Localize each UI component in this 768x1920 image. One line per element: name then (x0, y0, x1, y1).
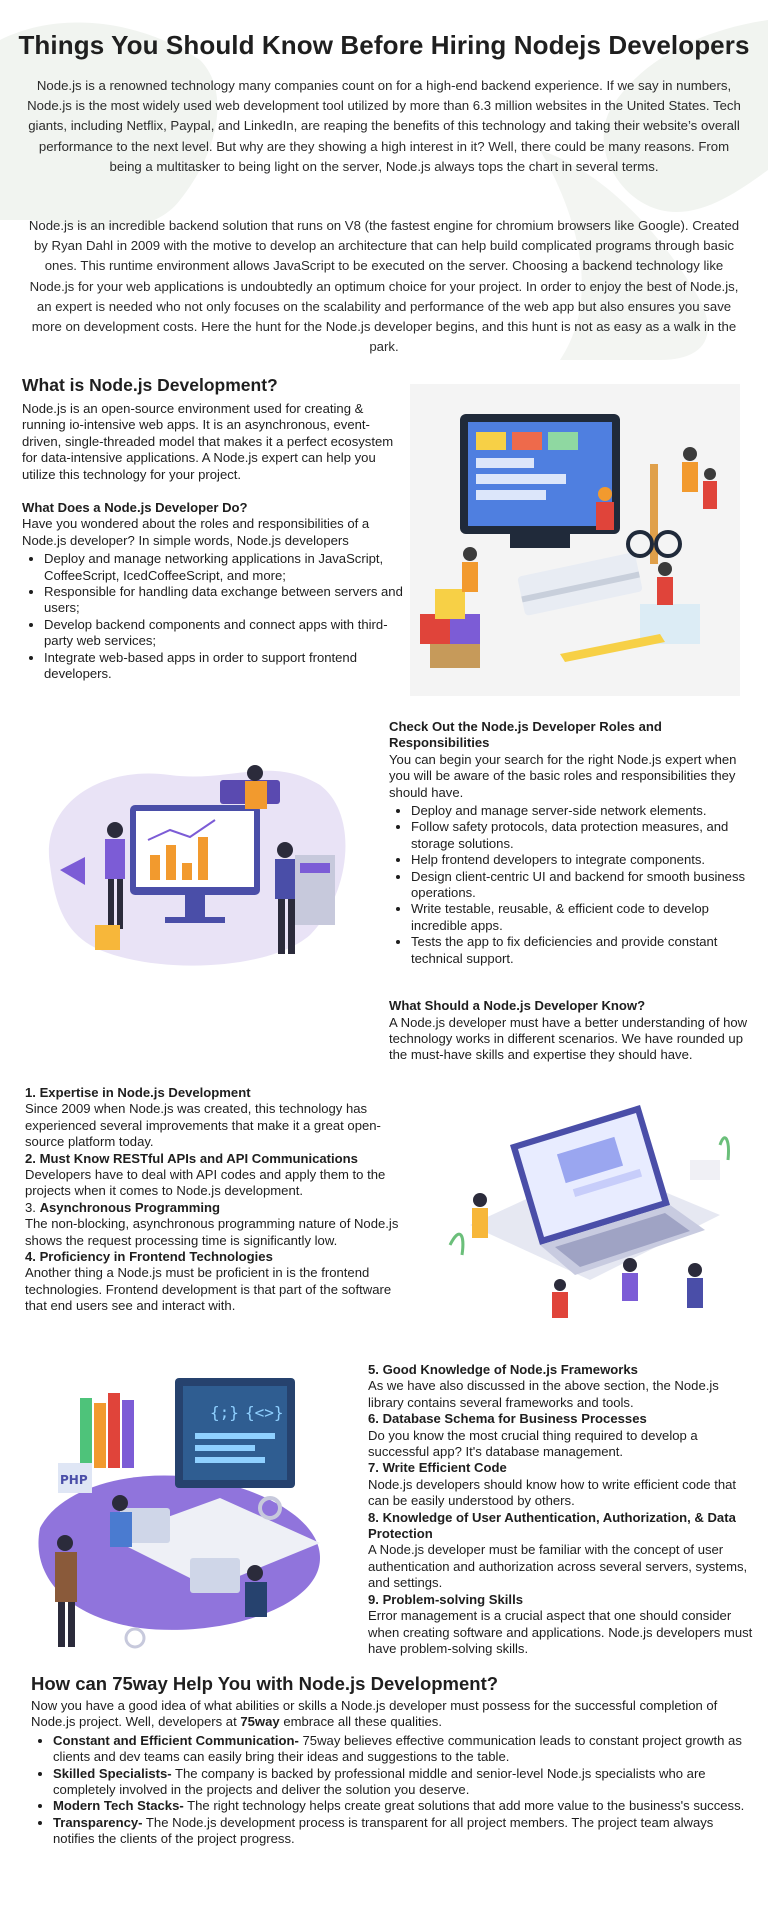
roles-body: You can begin your search for the right … (389, 751, 737, 800)
what-is-body: Node.js is an open-source environment us… (22, 401, 394, 482)
help-item-body: The right technology helps create great … (183, 1798, 745, 1814)
skill-title: Problem-solving Skills (382, 1591, 523, 1607)
help-block: Now you have a good idea of what abiliti… (31, 1698, 746, 1848)
skill-item: 8. Knowledge of User Authentication, Aut… (368, 1510, 754, 1592)
help-item-body: 75way believes effective communication l… (53, 1732, 742, 1765)
list-item: Help frontend developers to integrate co… (411, 852, 754, 868)
skill-number: 4. (25, 1249, 36, 1265)
skill-body: The non-blocking, asynchronous programmi… (25, 1216, 399, 1248)
list-item: Responsible for handling data exchange b… (44, 584, 408, 617)
list-item: Constant and Efficient Communication- 75… (53, 1733, 746, 1766)
developer-duties-list: Deploy and manage networking application… (22, 551, 408, 682)
coding-desk-illustration: {;} {<>} PHP (38, 1378, 320, 1649)
list-item: Develop backend components and connect a… (44, 617, 408, 650)
skill-number: 7. (368, 1460, 379, 1476)
svg-text:{<>}: {<>} (245, 1403, 284, 1422)
skill-item: 9. Problem-solving Skills Error manageme… (368, 1592, 754, 1658)
skill-body: A Node.js developer must be familiar wit… (368, 1542, 748, 1591)
skill-item: 1. Expertise in Node.js Development Sinc… (25, 1085, 405, 1151)
skill-title: Knowledge of User Authentication, Author… (368, 1509, 736, 1542)
skill-item: 5. Good Knowledge of Node.js Frameworks … (368, 1362, 754, 1411)
intro-paragraph-2: Node.js is an incredible backend solutio… (28, 218, 740, 355)
skill-item: 2. Must Know RESTful APIs and API Commun… (25, 1151, 405, 1200)
list-item: Write testable, reusable, & efficient co… (411, 901, 754, 934)
php-label: PHP (60, 1473, 88, 1487)
intro-paragraph-1: Node.js is a renowned technology many co… (27, 78, 741, 174)
skill-title: Database Schema for Business Processes (382, 1411, 647, 1427)
skill-number: 8. (368, 1509, 379, 1525)
help-item-title: Transparency- (53, 1814, 143, 1830)
page-title: Things You Should Know Before Hiring Nod… (18, 30, 750, 60)
laptop-web-development-illustration (448, 1105, 730, 1318)
list-item: Follow safety protocols, data protection… (411, 819, 754, 852)
team-building-dashboard-illustration (410, 384, 740, 696)
help-item-title: Constant and Efficient Communication- (53, 1732, 299, 1748)
skill-body: Error management is a crucial aspect tha… (368, 1608, 753, 1656)
skill-item: 4. Proficiency in Frontend Technologies … (25, 1249, 405, 1315)
skill-number: 3. (25, 1199, 36, 1215)
skill-title: Expertise in Node.js Development (39, 1085, 251, 1100)
roles-list: Deploy and manage server-side network el… (389, 803, 754, 967)
skill-title: Write Efficient Code (382, 1460, 507, 1476)
list-item: Design client-centric UI and backend for… (411, 869, 754, 902)
list-item: Integrate web-based apps in order to sup… (44, 650, 408, 683)
list-item: Transparency- The Node.js development pr… (53, 1815, 746, 1848)
skill-item: 7. Write Efficient Code Node.js develope… (368, 1460, 754, 1509)
list-item: Deploy and manage networking application… (44, 551, 408, 584)
svg-text:{;}: {;} (210, 1403, 239, 1422)
list-item: Modern Tech Stacks- The right technology… (53, 1798, 746, 1814)
help-list: Constant and Efficient Communication- 75… (31, 1733, 746, 1848)
what-does-heading: What Does a Node.js Developer Do? (22, 500, 248, 516)
skill-title: Good Knowledge of Node.js Frameworks (382, 1362, 638, 1377)
skill-item: 3. Asynchronous Programming The non-bloc… (25, 1200, 405, 1249)
skill-body: Another thing a Node.js must be proficie… (25, 1265, 392, 1314)
skill-number: 9. (368, 1591, 379, 1607)
list-item: Tests the app to fix deficiencies and pr… (411, 934, 754, 967)
skill-body: As we have also discussed in the above s… (368, 1378, 719, 1410)
section-heading-help: How can 75way Help You with Node.js Deve… (31, 1673, 499, 1694)
skill-title: Proficiency in Frontend Technologies (39, 1249, 273, 1265)
help-item-title: Modern Tech Stacks- (53, 1798, 184, 1814)
skill-body: Node.js developers should know how to wr… (368, 1476, 737, 1509)
roles-heading: Check Out the Node.js Developer Roles an… (389, 719, 662, 751)
what-does-body: Have you wondered about the roles and re… (22, 516, 370, 548)
skill-title: Must Know RESTful APIs and API Communica… (39, 1150, 358, 1166)
know-heading: What Should a Node.js Developer Know? (389, 998, 646, 1014)
skill-body: Since 2009 when Node.js was created, thi… (25, 1101, 381, 1150)
section-heading-what-is: What is Node.js Development? (22, 375, 278, 395)
what-is-block: Node.js is an open-source environment us… (22, 401, 408, 683)
skill-number: 6. (368, 1411, 379, 1427)
skill-number: 1. (25, 1085, 36, 1100)
skills-block-b: 5. Good Knowledge of Node.js Frameworks … (368, 1362, 754, 1657)
skill-item: 6. Database Schema for Business Processe… (368, 1411, 754, 1460)
know-body: A Node.js developer must have a better u… (389, 1014, 748, 1063)
help-body-post: embrace all these qualities. (279, 1714, 442, 1730)
list-item: Deploy and manage server-side network el… (411, 803, 754, 819)
help-item-body: The Node.js development process is trans… (53, 1814, 714, 1847)
skill-body: Do you know the most crucial thing requi… (368, 1427, 698, 1460)
skill-number: 2. (25, 1150, 36, 1166)
background-swirl-decoration (0, 20, 768, 360)
list-item: Skilled Specialists- The company is back… (53, 1766, 746, 1799)
brand-name: 75way (240, 1714, 280, 1730)
help-item-body: The company is backed by professional mi… (53, 1765, 706, 1798)
help-body-pre: Now you have a good idea of what abiliti… (31, 1698, 718, 1730)
skill-title: Asynchronous Programming (39, 1199, 220, 1215)
help-body: Now you have a good idea of what abiliti… (31, 1698, 746, 1731)
skill-number: 5. (368, 1362, 379, 1377)
help-item-title: Skilled Specialists- (53, 1765, 172, 1781)
skill-body: Developers have to deal with API codes a… (25, 1167, 386, 1199)
skills-block-a: 1. Expertise in Node.js Development Sinc… (25, 1085, 405, 1315)
analytics-presentation-illustration (48, 765, 346, 966)
roles-block: Check Out the Node.js Developer Roles an… (389, 719, 754, 1064)
